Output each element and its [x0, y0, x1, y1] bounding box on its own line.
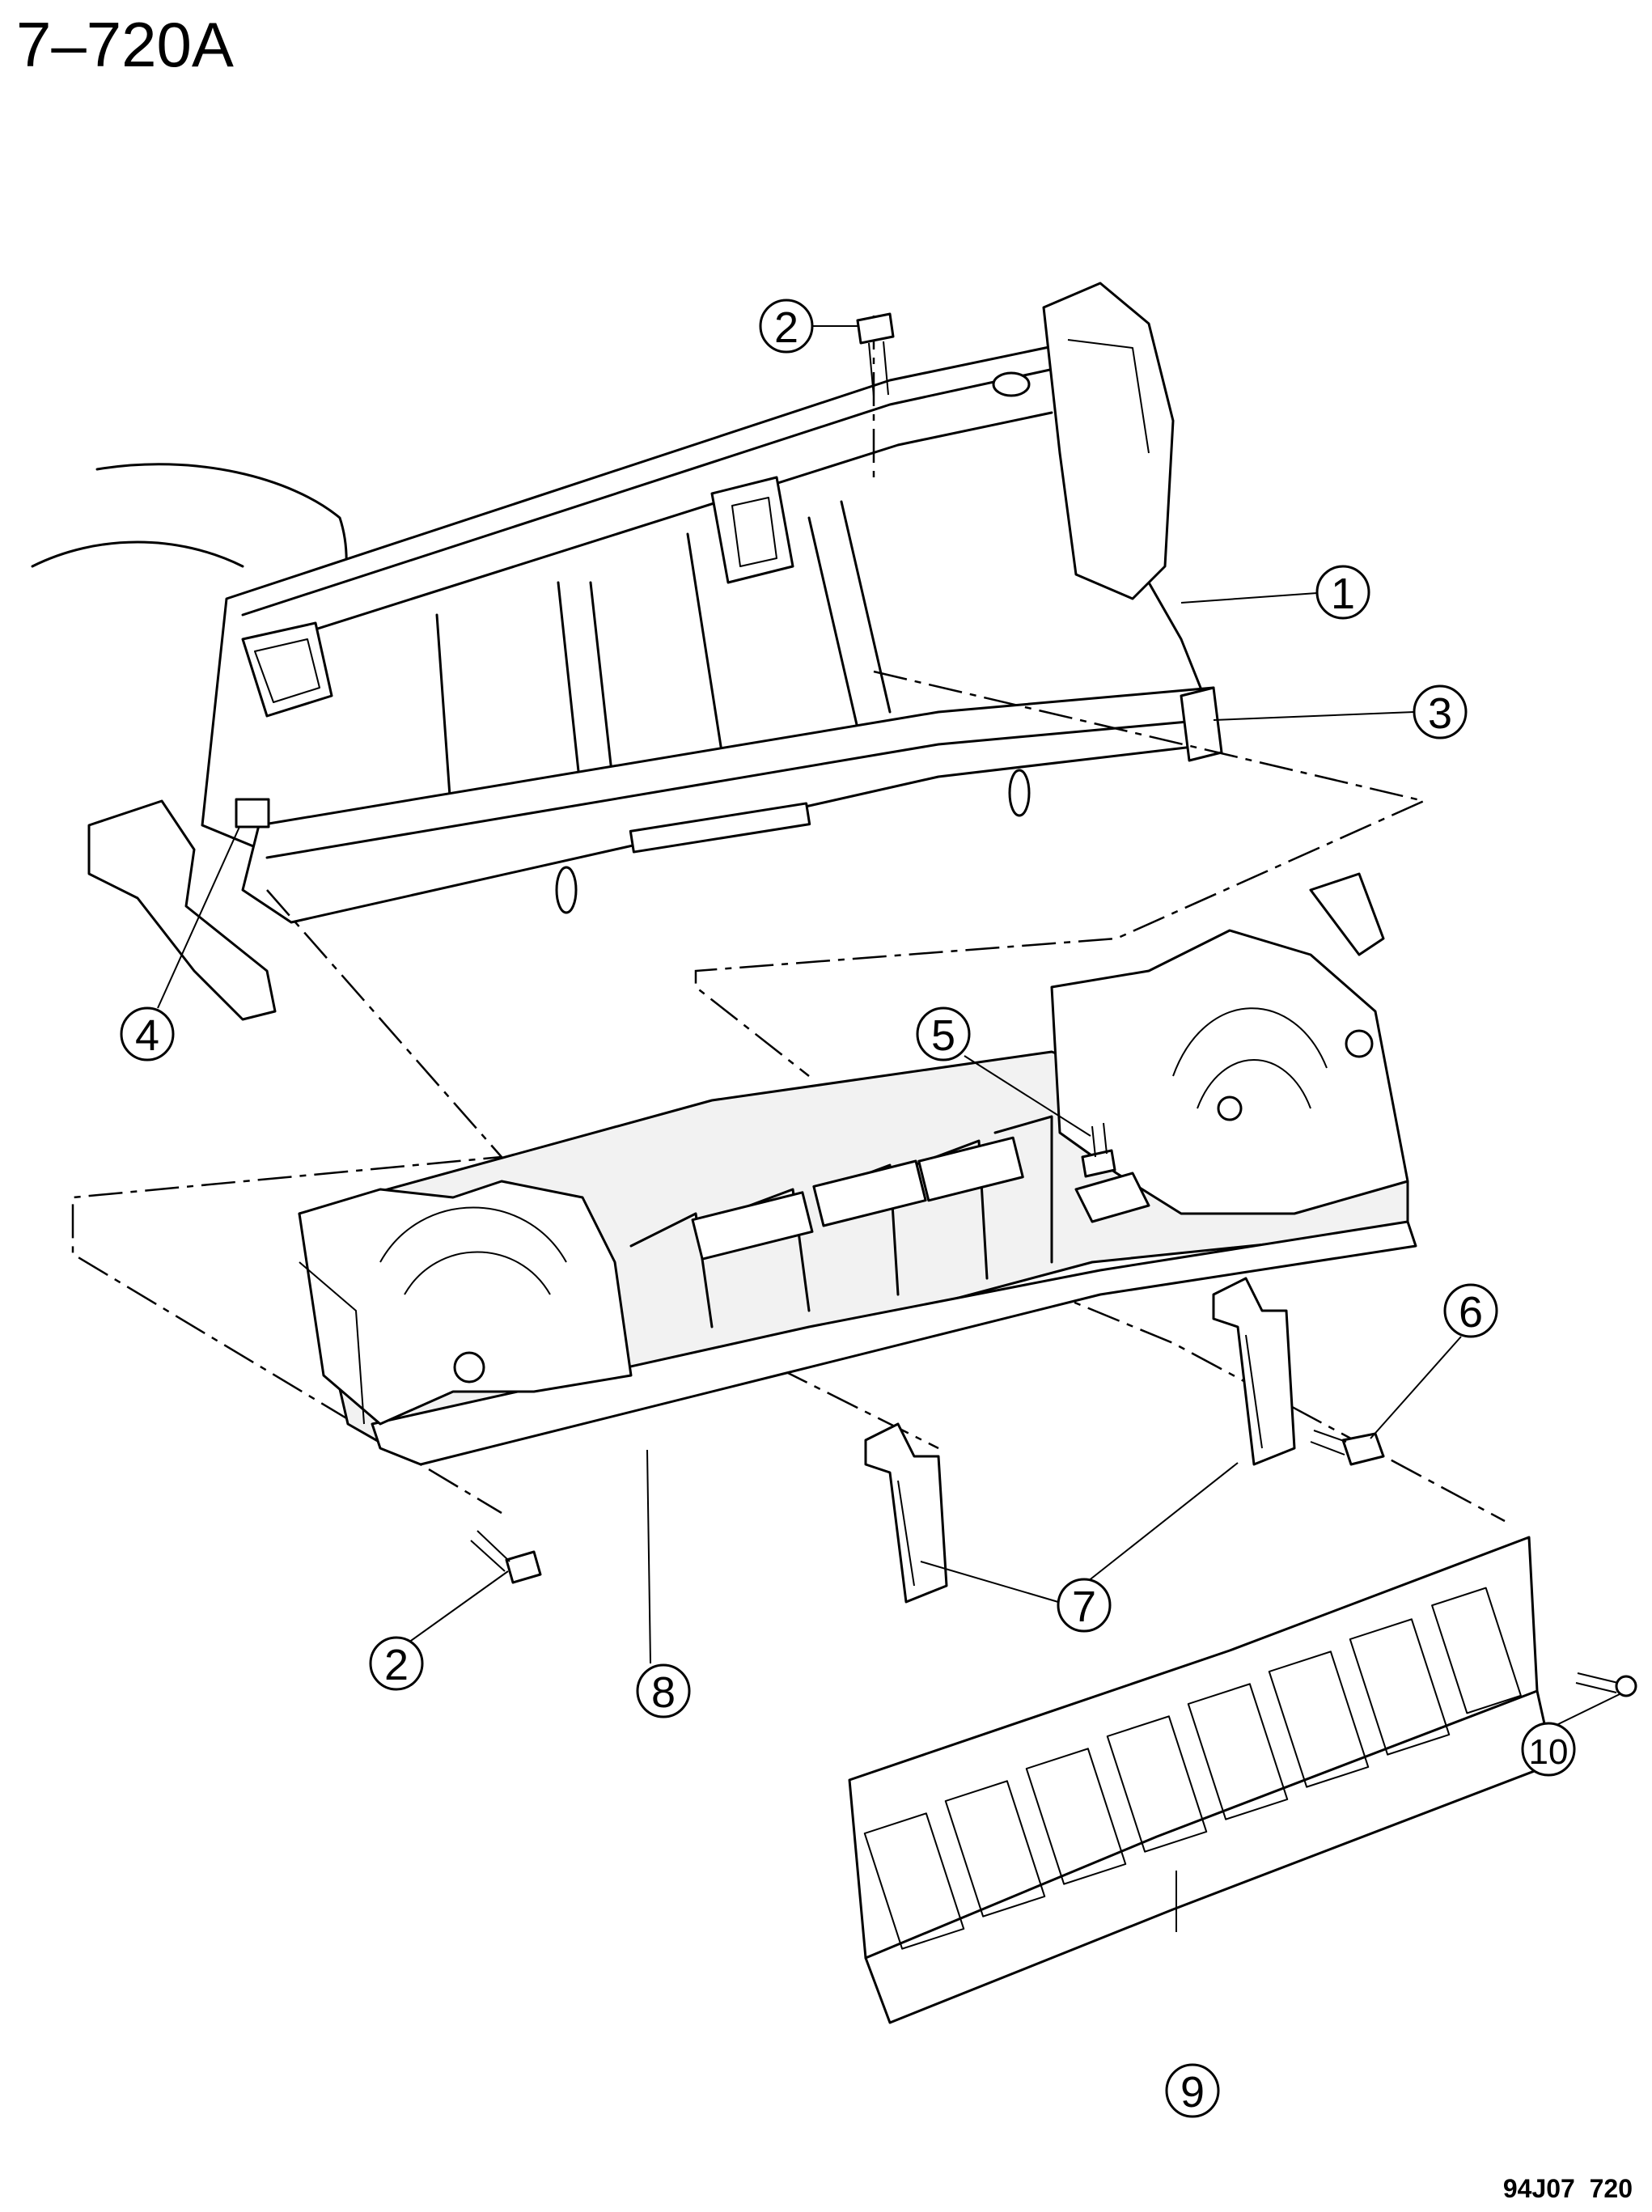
grille-reinforcement-illustration — [298, 872, 1417, 1466]
svg-text:10: 10 — [1529, 1732, 1569, 1772]
callout-3: 3 — [1413, 684, 1468, 739]
svg-text:1: 1 — [1331, 570, 1355, 618]
svg-text:4: 4 — [135, 1011, 159, 1060]
callout-5: 5 — [916, 1006, 971, 1062]
svg-text:8: 8 — [651, 1668, 676, 1717]
callout-4: 4 — [120, 1006, 175, 1062]
left-assembly-boundary — [71, 889, 504, 1426]
callout-10: 10 — [1521, 1722, 1576, 1777]
svg-text:6: 6 — [1459, 1288, 1483, 1337]
svg-text:7: 7 — [1072, 1583, 1096, 1631]
leader-lines — [157, 325, 1620, 1932]
grille-illustration — [848, 1536, 1555, 2024]
callout-2-bottom: 2 — [369, 1636, 424, 1691]
fasteners-illustration — [470, 312, 1637, 1697]
svg-text:2: 2 — [384, 1641, 409, 1689]
svg-text:2: 2 — [774, 303, 798, 352]
callout-6: 6 — [1443, 1283, 1498, 1338]
callout-1: 1 — [1315, 565, 1370, 620]
callout-2-top: 2 — [759, 299, 814, 354]
radiator-support-illustration — [31, 282, 1223, 1021]
svg-text:5: 5 — [931, 1011, 955, 1060]
callout-9: 9 — [1165, 2063, 1220, 2118]
grille-slots — [863, 1587, 1522, 1950]
svg-text:3: 3 — [1428, 689, 1452, 738]
brackets-illustration — [864, 1277, 1296, 1604]
upper-assembly-boundary — [694, 670, 1427, 1077]
callout-8: 8 — [636, 1663, 691, 1718]
callout-7: 7 — [1057, 1578, 1112, 1633]
svg-text:9: 9 — [1180, 2068, 1205, 2117]
figure-id: 7–720A — [16, 9, 234, 80]
drawing-code: 94J07 720 — [1503, 2174, 1633, 2203]
